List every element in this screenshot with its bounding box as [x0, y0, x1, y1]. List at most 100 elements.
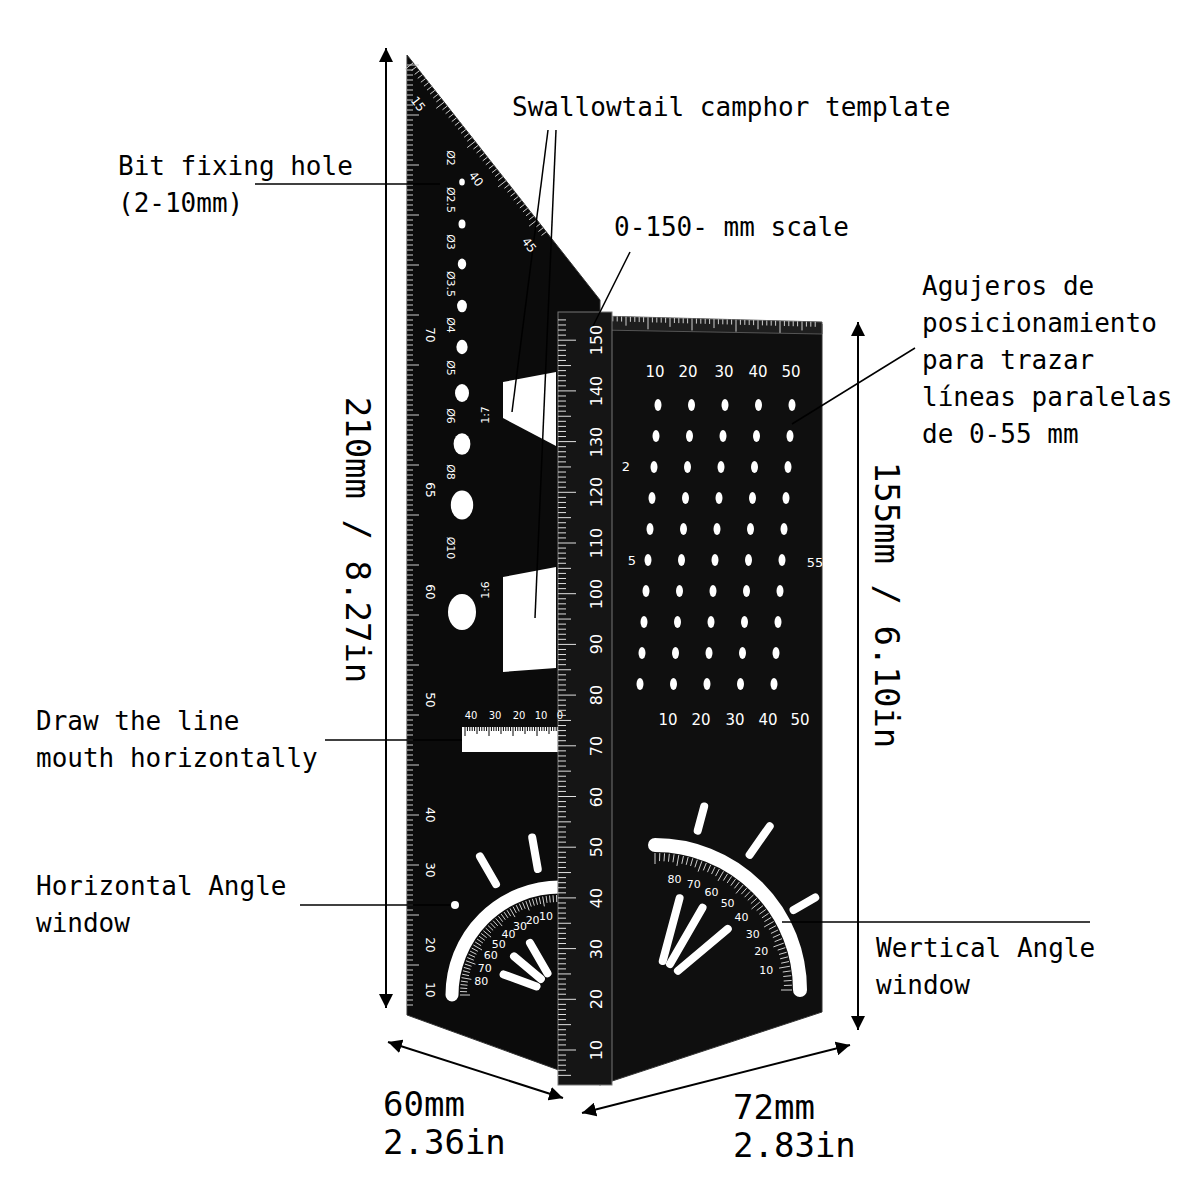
positioning-hole — [753, 430, 760, 442]
scale-tick — [491, 727, 492, 731]
scale-tick — [648, 317, 649, 329]
angle-number: 80 — [474, 976, 488, 987]
dovetail-template — [503, 567, 556, 672]
scale-tick — [407, 690, 413, 691]
scale-tick — [558, 497, 566, 498]
scale-tick — [479, 936, 485, 940]
scale-tick — [407, 910, 413, 911]
scale-tick — [407, 130, 413, 131]
scale-number: 50 — [424, 692, 436, 707]
scale-tick — [522, 727, 523, 731]
scale-tick — [407, 705, 413, 706]
scale-tick — [407, 120, 413, 121]
scale-tick — [734, 882, 739, 888]
scale-tick — [407, 800, 413, 801]
scale-number: 90 — [589, 634, 605, 654]
positioning-hole — [749, 492, 756, 504]
scale-tick — [558, 674, 566, 675]
scale-tick — [464, 967, 471, 969]
scale-tick — [558, 1070, 566, 1071]
scale-tick — [407, 290, 413, 291]
bit-hole — [451, 491, 473, 520]
scale-number: 10 — [589, 1040, 605, 1060]
scale-tick — [469, 727, 470, 731]
scale-tick — [407, 785, 413, 786]
scale-tick — [558, 380, 566, 381]
positioning-hole — [672, 647, 679, 659]
scale-number: 120 — [589, 477, 605, 508]
scale-tick — [488, 926, 493, 931]
scale-tick — [407, 370, 413, 371]
scale-tick — [686, 857, 688, 865]
scale-tick — [407, 605, 413, 606]
angle-number: 40 — [735, 912, 749, 923]
scale-tick — [421, 79, 426, 83]
scale-tick — [507, 910, 511, 916]
scale-tick — [764, 922, 774, 928]
scale-tick — [489, 165, 494, 169]
scale-tick — [558, 730, 566, 731]
scale-tick — [695, 860, 697, 868]
scale-tick — [558, 583, 566, 584]
angle-window — [655, 845, 800, 990]
scale-tick — [558, 679, 566, 680]
positioning-hole — [785, 461, 792, 473]
scale-tick — [407, 395, 413, 396]
scale-tick — [407, 780, 413, 781]
scale-tick — [407, 830, 413, 831]
scale-tick — [558, 816, 566, 817]
scale-tick — [736, 320, 737, 332]
scale-tick — [407, 630, 413, 631]
scale-tick — [762, 320, 763, 325]
scale-tick — [526, 901, 529, 910]
scale-tick — [407, 620, 413, 621]
positioning-hole — [651, 461, 658, 473]
positioning-hole — [720, 430, 727, 442]
scale-tick — [407, 345, 413, 346]
scale-tick — [461, 984, 468, 986]
scale-tick — [558, 563, 566, 564]
line-mouth-scale — [465, 727, 559, 736]
scale-tick — [558, 791, 566, 792]
positioning-hole — [653, 430, 660, 442]
dimension-text: 60mm 2.36in — [383, 1085, 513, 1161]
scale-tick — [443, 106, 448, 110]
scale-tick — [436, 102, 444, 108]
scale-tick — [489, 727, 490, 736]
scale-tick — [665, 318, 666, 323]
positioning-hole — [655, 399, 662, 411]
scale-tick — [692, 318, 693, 330]
scale-tick — [407, 940, 413, 941]
scale-tick — [558, 472, 566, 473]
scale-tick — [492, 169, 497, 173]
scale-tick — [407, 850, 413, 851]
scale-tick — [516, 905, 519, 911]
scale-tick — [656, 318, 657, 323]
scale-tick — [407, 270, 413, 271]
positioning-hole — [741, 616, 748, 628]
scale-tick — [558, 928, 566, 929]
scale-tick — [678, 318, 679, 323]
scale-tick — [407, 175, 413, 176]
scale-tick — [407, 320, 413, 321]
scale-tick — [446, 110, 451, 114]
scale-tick — [815, 322, 816, 327]
scale-tick — [407, 945, 413, 946]
scale-number: 30 — [589, 938, 605, 958]
scale-tick — [558, 431, 566, 432]
scale-tick — [405, 63, 413, 69]
scale-tick — [558, 837, 566, 838]
scale-tick — [652, 317, 653, 322]
scale-tick — [407, 455, 413, 456]
scale-tick — [481, 727, 482, 731]
scale-number: 30 — [714, 365, 733, 380]
scale-tick — [558, 1060, 566, 1061]
scale-tick — [525, 727, 526, 734]
angle-number: 30 — [513, 920, 527, 931]
scale-tick — [558, 517, 571, 518]
scale-tick — [626, 317, 627, 326]
scale-tick — [558, 796, 576, 797]
scale-tick — [558, 390, 576, 391]
scale-tick — [558, 649, 566, 650]
positioning-hole — [680, 523, 687, 535]
